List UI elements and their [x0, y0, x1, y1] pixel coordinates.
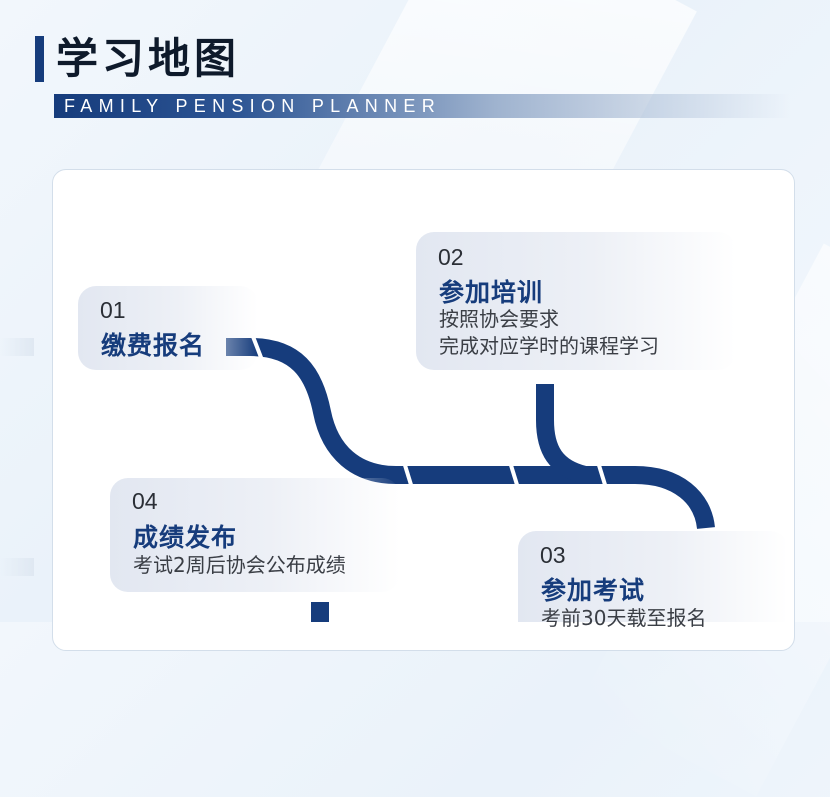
- page-title: 学习地图: [56, 34, 241, 83]
- step-title: 成绩发布: [133, 523, 238, 552]
- step-number: 02: [438, 244, 464, 270]
- page-subtitle: FAMILY PENSION PLANNER: [64, 96, 442, 116]
- title-accent-bar: [35, 36, 44, 82]
- step-description-line: 完成对应学时的课程学习: [439, 334, 659, 358]
- step-card-03[interactable]: 03 参加考试 考前30天载至报名: [518, 531, 788, 630]
- route-path: [226, 338, 715, 622]
- route-segment: [536, 384, 588, 484]
- step-title: 缴费报名: [101, 331, 206, 360]
- step-number: 03: [540, 542, 566, 568]
- subtitle-band: [54, 94, 790, 118]
- route-segment: [226, 338, 715, 530]
- step-card-01[interactable]: 01 缴费报名: [78, 286, 258, 370]
- side-tab-decoration: [0, 338, 34, 356]
- step-description-line: 按照协会要求: [439, 307, 559, 331]
- route-divider: [508, 461, 520, 489]
- side-tab-decoration: [0, 558, 34, 576]
- step-description-line: 考前30天载至报名: [541, 606, 707, 630]
- route-divider: [596, 461, 608, 489]
- step-number: 01: [100, 297, 126, 323]
- step-card-02[interactable]: 02 参加培训 按照协会要求 完成对应学时的课程学习: [416, 232, 736, 370]
- route-divider: [402, 461, 414, 489]
- step-title: 参加培训: [439, 278, 544, 307]
- step-number: 04: [132, 488, 158, 514]
- step-description-line: 考试2周后协会公布成绩: [133, 553, 346, 577]
- step-title: 参加考试: [541, 576, 646, 605]
- step-card-04[interactable]: 04 成绩发布 考试2周后协会公布成绩: [110, 478, 400, 592]
